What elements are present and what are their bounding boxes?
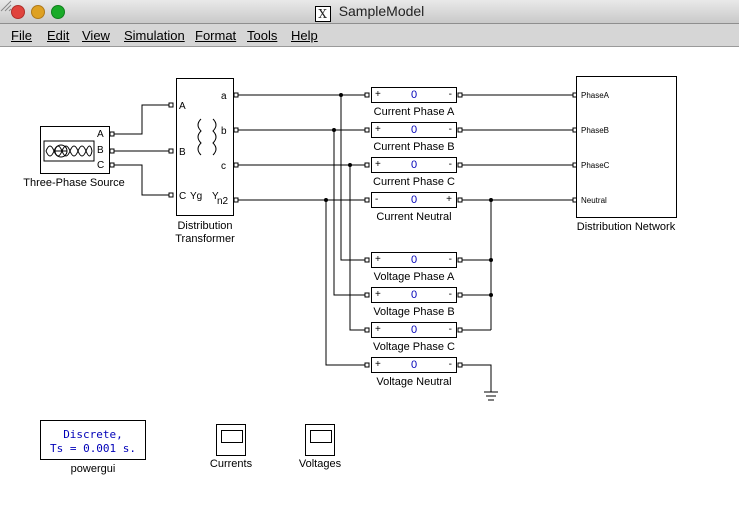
menu-bar: File Edit View Simulation Format Tools H… <box>0 24 739 47</box>
network-port-neutral: Neutral <box>581 196 607 205</box>
display-voltage-phase-b[interactable]: + 0 - <box>371 287 457 303</box>
display-label-current-neutral: Current Neutral <box>376 211 452 223</box>
zoom-window-button[interactable] <box>51 5 65 19</box>
resize-grip-icon[interactable] <box>0 0 12 12</box>
transformer-in-c: C <box>179 191 187 202</box>
menu-format[interactable]: Format <box>195 28 237 43</box>
distribution-transformer-block[interactable]: A B C Yg Y a b c n2 <box>176 78 234 216</box>
display-left-sign: + <box>375 89 381 100</box>
distribution-network-block[interactable]: PhaseA PhaseB PhaseC Neutral <box>576 76 677 218</box>
display-label-voltage-phase-b: Voltage Phase B <box>373 306 455 318</box>
display-value: 0 <box>410 124 418 136</box>
sine-wave-icon <box>43 140 95 162</box>
display-right-sign: + <box>446 194 452 205</box>
display-value: 0 <box>410 254 418 266</box>
display-label-current-phase-a: Current Phase A <box>373 106 455 118</box>
powergui-sample-time: Ts = 0.001 s. <box>49 442 137 455</box>
transformer-out-a: a <box>221 91 227 102</box>
display-voltage-neutral[interactable]: + 0 - <box>371 357 457 373</box>
display-right-sign: - <box>448 89 452 100</box>
x11-icon: X <box>314 6 331 22</box>
display-left-sign: + <box>375 159 381 170</box>
menu-simulation[interactable]: Simulation <box>124 28 185 43</box>
display-label-current-phase-c: Current Phase C <box>373 176 455 188</box>
display-label-voltage-phase-c: Voltage Phase C <box>373 341 455 353</box>
ground-icon[interactable] <box>482 384 500 402</box>
network-label: Distribution Network <box>576 221 676 233</box>
display-right-sign: - <box>448 324 452 335</box>
transformer-coil-icon <box>197 118 217 156</box>
menu-help[interactable]: Help <box>291 28 318 43</box>
close-window-button[interactable] <box>11 5 25 19</box>
transformer-winding-right: Y <box>212 191 219 202</box>
transformer-in-a: A <box>179 101 186 112</box>
display-right-sign: - <box>448 359 452 370</box>
display-label-voltage-phase-a: Voltage Phase A <box>373 271 455 283</box>
display-left-sign: + <box>375 324 381 335</box>
transformer-out-n2: n2 <box>217 196 229 207</box>
menu-tools[interactable]: Tools <box>247 28 278 43</box>
currents-scope-label: Currents <box>209 458 253 470</box>
menu-edit[interactable]: Edit <box>47 28 70 43</box>
display-current-phase-b[interactable]: + 0 - <box>371 122 457 138</box>
display-value: 0 <box>410 159 418 171</box>
transformer-out-c: c <box>221 161 226 172</box>
three-phase-source-block[interactable]: A B C <box>40 126 110 174</box>
voltages-scope-block[interactable] <box>305 424 335 456</box>
powergui-mode: Discrete, <box>63 428 123 441</box>
display-left-sign: + <box>375 289 381 300</box>
title-bar: X SampleModel <box>0 0 739 24</box>
window-title: X SampleModel <box>0 3 739 22</box>
display-current-phase-a[interactable]: + 0 - <box>371 87 457 103</box>
display-value: 0 <box>410 89 418 101</box>
voltages-scope-label: Voltages <box>298 458 342 470</box>
display-right-sign: - <box>448 159 452 170</box>
display-value: 0 <box>410 289 418 301</box>
display-left-sign: - <box>375 194 379 205</box>
source-label: Three-Phase Source <box>23 177 125 189</box>
powergui-block[interactable]: Discrete, Ts = 0.001 s. <box>40 420 146 460</box>
display-current-phase-c[interactable]: + 0 - <box>371 157 457 173</box>
display-right-sign: - <box>448 124 452 135</box>
transformer-label-line1: Distribution <box>177 220 233 232</box>
display-left-sign: + <box>375 124 381 135</box>
currents-scope-block[interactable] <box>216 424 246 456</box>
display-right-sign: - <box>448 254 452 265</box>
display-right-sign: - <box>448 289 452 300</box>
transformer-out-b: b <box>221 126 227 137</box>
scope-screen-icon <box>221 430 243 443</box>
display-left-sign: + <box>375 359 381 370</box>
menu-view[interactable]: View <box>82 28 110 43</box>
source-port-a: A <box>97 129 104 140</box>
display-value: 0 <box>410 324 418 336</box>
network-port-phasea: PhaseA <box>581 91 610 100</box>
transformer-in-b: B <box>179 147 186 158</box>
display-current-neutral[interactable]: - 0 + <box>371 192 457 208</box>
transformer-label-line2: Transformer <box>175 233 235 245</box>
display-left-sign: + <box>375 254 381 265</box>
menu-file[interactable]: File <box>11 28 32 43</box>
transformer-winding-left: Yg <box>190 191 203 202</box>
display-value: 0 <box>410 359 418 371</box>
source-port-c: C <box>97 160 105 171</box>
network-port-phasec: PhaseC <box>581 161 610 170</box>
window-title-text: SampleModel <box>338 3 425 19</box>
display-value: 0 <box>410 194 418 206</box>
source-port-b: B <box>97 145 104 156</box>
powergui-label: powergui <box>70 463 116 475</box>
scope-screen-icon <box>310 430 332 443</box>
display-label-current-phase-b: Current Phase B <box>373 141 455 153</box>
display-voltage-phase-c[interactable]: + 0 - <box>371 322 457 338</box>
network-port-phaseb: PhaseB <box>581 126 610 135</box>
minimize-window-button[interactable] <box>31 5 45 19</box>
display-voltage-phase-a[interactable]: + 0 - <box>371 252 457 268</box>
display-label-voltage-neutral: Voltage Neutral <box>376 376 452 388</box>
